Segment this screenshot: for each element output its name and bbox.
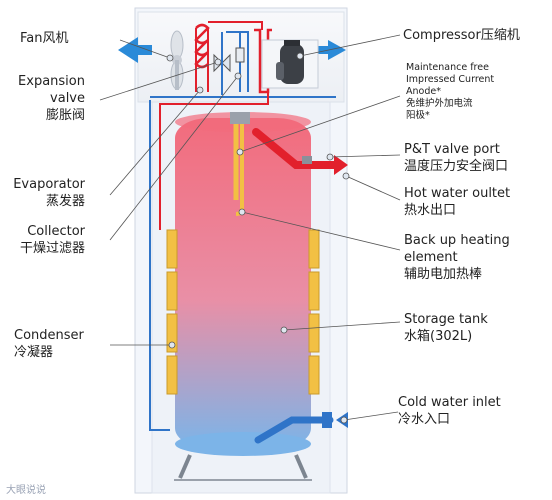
backup-heating-label-zh: 辅助电加热棒 [404,267,483,282]
collector-icon [235,47,245,63]
pt-valve-label: P&T valve port 温度压力安全阀口 [404,141,508,175]
backup-heating-label-en2: element [404,250,458,265]
watermark: 大眼说说 [6,485,46,496]
storage-tank-label-zh: 水箱(302L) [404,329,473,344]
storage-tank [175,118,311,448]
hot-water-arrow [334,155,348,175]
backup-heating-label-en1: Back up heating [404,233,510,248]
condenser-coil-left [166,229,178,395]
pt-valve-label-zh: 温度压力安全阀口 [404,159,509,174]
anode-label-en3: Anode* [406,86,441,97]
cold-water-label-en: Cold water inlet [398,395,501,410]
hot-refrigerant-line [254,28,272,94]
pt-valve-label-en: P&T valve port [404,142,500,157]
collector-label: Collector 干燥过滤器 [5,223,85,257]
refrigerant-to-condenser [159,92,269,230]
cold-water-label: Cold water inlet 冷水入口 [398,394,501,428]
anode-label-en2: Impressed Current [406,74,495,85]
compressor-label: Compressor压缩机 [403,28,520,43]
fan-label: Fan风机 [20,31,69,46]
backup-heating-label: Back up heating element 辅助电加热棒 [404,232,510,283]
evaporator-coil-icon [194,23,210,69]
airflow-out-arrow [118,37,152,63]
collector-label-en: Collector [27,224,85,239]
airflow-in-arrow [318,40,346,60]
anode-label: Maintenance free Impressed Current Anode… [406,62,494,122]
cold-water-inlet-pipe [254,416,334,444]
condenser-coil-right [308,229,320,395]
condenser-label: Condenser 冷凝器 [14,327,84,361]
hot-water-outlet-pipe [252,128,340,169]
evaporator-label: Evaporator 蒸发器 [5,176,85,210]
cold-water-label-zh: 冷水入口 [398,412,451,427]
storage-tank-label-en: Storage tank [404,312,488,327]
hot-water-label: Hot water oultet 热水出口 [404,185,510,219]
expansion-valve-label-en2: valve [50,91,85,106]
leader-lines [99,34,401,424]
anode-label-zh2: 阳极* [406,110,430,121]
tank-legs [178,454,308,479]
hot-water-label-en: Hot water oultet [404,186,511,201]
expansion-valve-label-en1: Expansion [18,74,85,89]
storage-tank-label: Storage tank 水箱(302L) [404,311,488,345]
evaporator-label-en: Evaporator [13,177,85,192]
anode-label-zh1: 免维护外加电流 [406,98,473,109]
hot-water-label-zh: 热水出口 [404,203,457,218]
collector-label-zh: 干燥过滤器 [19,241,85,256]
condenser-label-zh: 冷凝器 [14,345,54,360]
evaporator-label-zh: 蒸发器 [45,194,85,209]
expansion-valve-label: Expansion valve 膨胀阀 [15,73,85,124]
condenser-label-en: Condenser [14,328,84,343]
anode-label-en1: Maintenance free [406,62,489,73]
fan-icon [170,30,184,90]
expansion-valve-label-zh: 膨胀阀 [45,108,85,123]
